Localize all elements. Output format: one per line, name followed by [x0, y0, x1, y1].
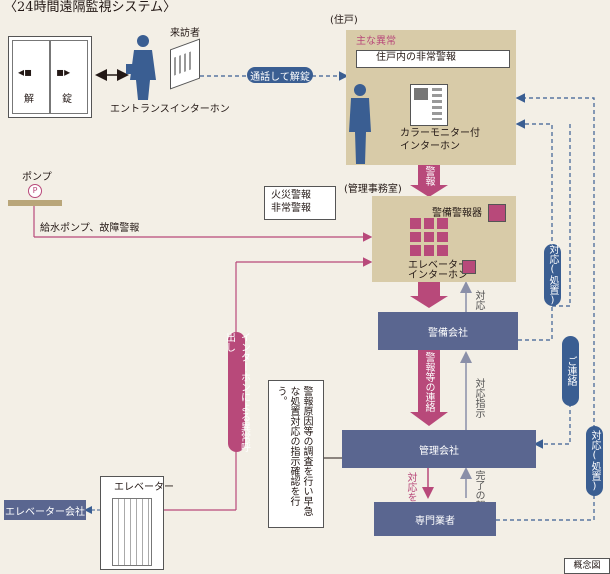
- alarm-contact-arrow: [418, 350, 440, 412]
- pump-alarm-label: 給水ポンプ、故障警報: [40, 223, 140, 234]
- residence-alarm-box: [356, 50, 510, 68]
- fire-alarm-callout: 火災警報 非常警報: [264, 186, 336, 220]
- elevator-intercom-label-2: インターホン: [408, 270, 468, 281]
- door-label-right: 錠: [62, 94, 72, 105]
- elevator-company-box: エレベーター会社: [4, 500, 86, 520]
- elevator-intercom-icon: [462, 260, 476, 274]
- monitor-label-1: カラーモニター付: [400, 128, 480, 139]
- response-instruction-label: 対応指示: [473, 378, 484, 418]
- concept-label: 概念図: [564, 558, 610, 574]
- residence-label: (住戸): [330, 15, 358, 26]
- contractor-box: 専門業者: [374, 502, 496, 536]
- response-pill-2: 対応(処置): [586, 426, 603, 496]
- alarm-down-arrow: [418, 165, 440, 185]
- security-alarm-icon: [488, 204, 506, 222]
- contact-pill: ご連絡: [562, 336, 579, 406]
- door-arrow-left-icon: ◂▪: [18, 65, 33, 79]
- security-company-box: 警備会社: [378, 312, 518, 350]
- residence-alarm-text: 住戸内の非常警報: [376, 52, 456, 63]
- door-label-left: 解: [24, 94, 34, 105]
- response-small-label: 対応: [473, 290, 484, 310]
- monitor-label-2: インターホン: [400, 141, 460, 152]
- response-pill-1: 対応(処置): [544, 244, 561, 306]
- dashed-loop-1: [515, 119, 553, 341]
- instruct-response-label: 対応を指示: [405, 472, 416, 522]
- instruction-note-box: [268, 380, 324, 528]
- pump-label: ポンプ: [22, 172, 52, 183]
- elevator-label: エレベーター: [114, 482, 174, 493]
- dashed-loop-2: [496, 93, 595, 521]
- office-to-security-arrow: [418, 282, 440, 296]
- dashed-loop-3: [533, 340, 571, 449]
- instruction-note-text: 警報原因等の調査を行い早急な処置対応の指示確認を行う。: [275, 386, 312, 516]
- alarm-contact-label: 警報等の連絡: [423, 352, 434, 412]
- diagram-title: 〈24時間遠隔監視システム〉: [4, 0, 177, 15]
- main-alarm-label: 主な異常: [356, 36, 396, 47]
- management-room-label: (管理事務室): [344, 184, 402, 195]
- call-unlock-pill: 通話して解錠: [247, 67, 313, 83]
- pump-icon: P: [28, 184, 42, 198]
- control-panel-icon: [410, 218, 448, 256]
- door-arrow-right-icon: ▪▸: [56, 65, 71, 79]
- security-alarm-label: 警備警報器: [432, 208, 482, 219]
- intercom-call-pill: インターホンによる異常呼出し: [223, 332, 250, 452]
- visitor-label: 来訪者: [170, 28, 200, 39]
- completion-report-label: 完了の報告: [473, 470, 484, 520]
- management-company-box: 管理会社: [342, 430, 536, 468]
- elevator-intercom-label-1: エレベーター: [408, 260, 468, 271]
- entrance-intercom-label: エントランスインターホン: [110, 104, 230, 115]
- alarm-arrow-label: 警報: [423, 166, 434, 186]
